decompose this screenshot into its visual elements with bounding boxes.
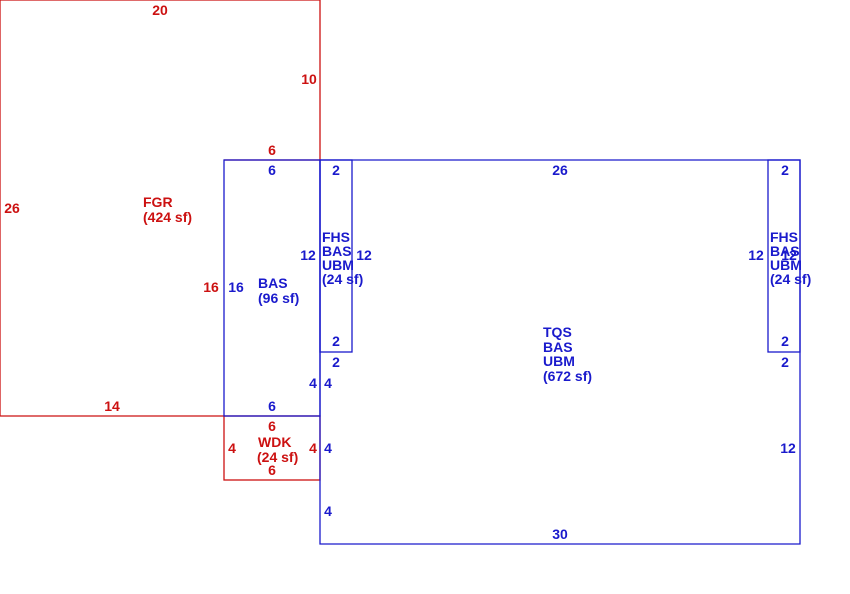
dim-fhsr-top: 2: [781, 162, 789, 178]
dim-fgr-inner-top: 6: [268, 142, 276, 158]
dim-fhsr-bottom: 2: [781, 333, 789, 349]
main-line2: BAS: [543, 339, 573, 355]
fgr-code: FGR: [143, 194, 173, 210]
fhs-left-line2: BAS: [322, 243, 352, 259]
dim-main-left-mid: 4: [324, 440, 332, 456]
main-line1: TQS: [543, 324, 572, 340]
wdk-code: WDK: [258, 434, 291, 450]
fhs-left-line1: FHS: [322, 229, 350, 245]
dim-bas-right: 4: [309, 375, 317, 391]
fhs-right-line3: UBM: [770, 257, 802, 273]
main-outline: [319, 159, 801, 545]
dim-fhsl-bottom: 2: [332, 333, 340, 349]
dim-main-left-upper: 4: [324, 375, 332, 391]
dim-fhsl-right: 12: [356, 247, 372, 263]
dim-bas-bottom: 6: [268, 398, 276, 414]
dim-fgr-right-upper: 10: [301, 71, 317, 87]
dim-fhsr-left: 12: [748, 247, 764, 263]
dim-fgr-bottom: 14: [104, 398, 120, 414]
dim-main-bottom: 30: [552, 526, 568, 542]
dim-fhsl-top: 2: [332, 162, 340, 178]
bas-west-area: (96 sf): [258, 290, 299, 306]
main-line3: UBM: [543, 353, 575, 369]
dim-main-top: 26: [552, 162, 568, 178]
fhs-left-line3: UBM: [322, 257, 354, 273]
fhs-right-outline: [767, 159, 801, 353]
fhs-left-outline: [319, 159, 353, 353]
fhs-right-line1: FHS: [770, 229, 798, 245]
dim-fhsr-right: 12: [781, 247, 797, 263]
wdk-area: (24 sf): [257, 449, 298, 465]
fhs-right-area: (24 sf): [770, 271, 811, 287]
fgr-area: (424 sf): [143, 209, 192, 225]
dim-wdk-bottom: 6: [268, 462, 276, 478]
dim-fgr-inner-left: 16: [203, 279, 219, 295]
dim-fgr-left: 26: [4, 200, 20, 216]
dim-wdk-top: 6: [268, 418, 276, 434]
dim-fhsl-below: 2: [332, 354, 340, 370]
dim-fhsr-below: 2: [781, 354, 789, 370]
dim-main-left-lower: 4: [324, 503, 332, 519]
dim-main-right: 12: [780, 440, 796, 456]
dim-wdk-right: 4: [309, 440, 317, 456]
dim-bas-left: 16: [228, 279, 244, 295]
dim-fhsl-left: 12: [300, 247, 316, 263]
dim-fgr-top: 20: [152, 2, 168, 18]
dim-bas-top: 6: [268, 162, 276, 178]
fhs-left-area: (24 sf): [322, 271, 363, 287]
fhs-right-line2: BAS: [770, 243, 800, 259]
bas-west-code: BAS: [258, 275, 288, 291]
dim-wdk-left: 4: [228, 440, 236, 456]
main-area: (672 sf): [543, 368, 592, 384]
